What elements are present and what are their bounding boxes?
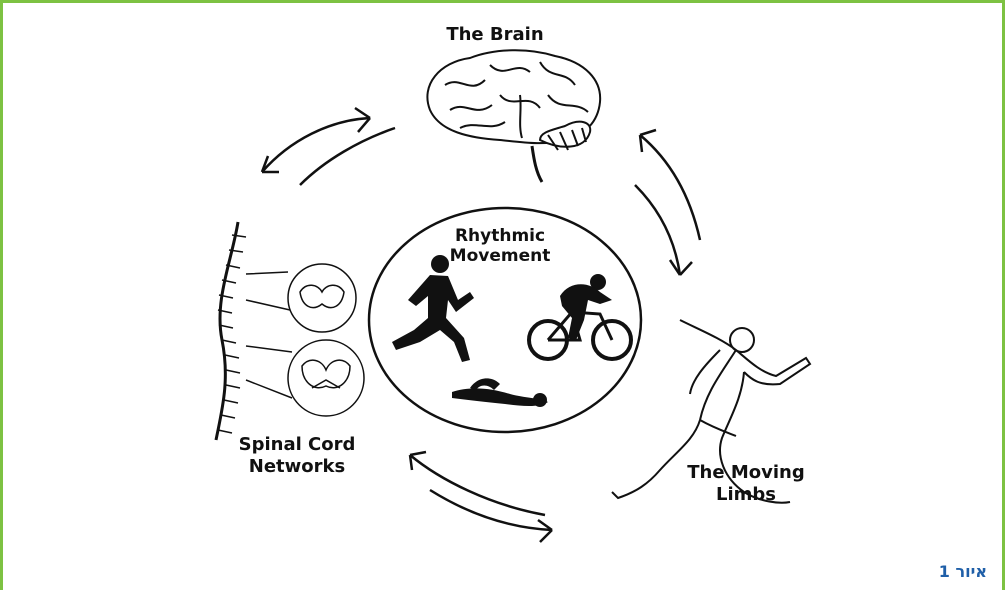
rhythmic-label-line1: Rhythmic [440, 226, 560, 246]
spine-illustration [216, 222, 246, 440]
moving-limbs-label: The Moving Limbs [676, 462, 816, 505]
spinal-section-upper [246, 264, 356, 332]
figure-caption: איור 1 [939, 562, 987, 581]
spinal-label-line1: Spinal Cord [222, 434, 372, 456]
limbs-label-line2: Limbs [676, 484, 816, 506]
arrow-spinal-limbs [410, 452, 552, 542]
brain-illustration [427, 50, 600, 182]
spinal-section-lower [246, 340, 364, 416]
rhythmic-movement-label: Rhythmic Movement [440, 226, 560, 267]
rhythmic-label-line2: Movement [440, 246, 560, 266]
limbs-label-line1: The Moving [676, 462, 816, 484]
arrow-brain-spinal [262, 108, 395, 185]
arrow-brain-limbs [635, 130, 700, 275]
brain-label: The Brain [420, 24, 570, 46]
spinal-cord-label: Spinal Cord Networks [222, 434, 372, 477]
spinal-label-line2: Networks [222, 456, 372, 478]
